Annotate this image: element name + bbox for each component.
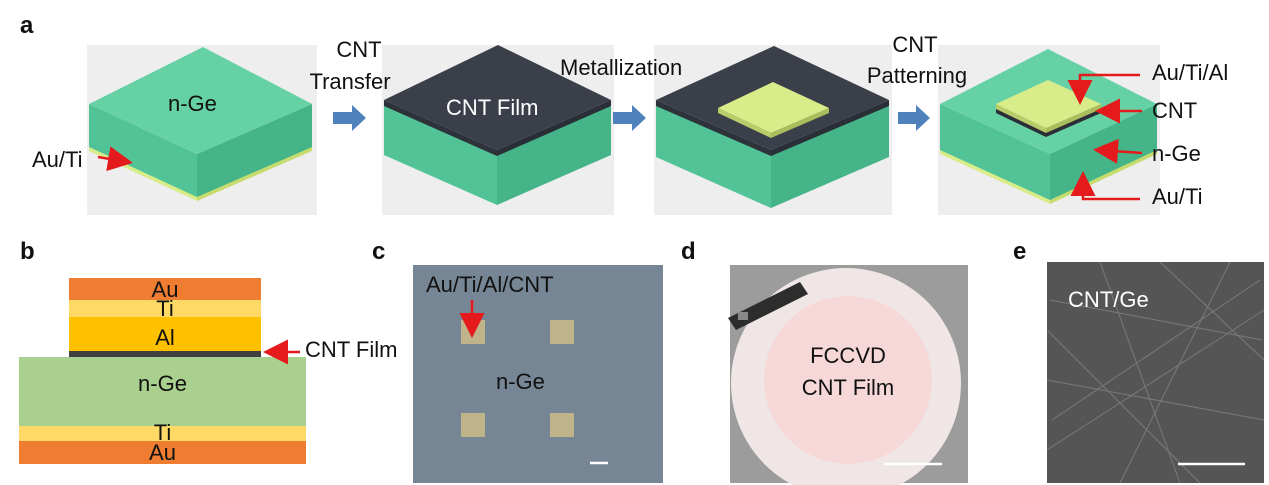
step1-label-line1: CNT bbox=[336, 37, 382, 62]
step1-label-line2: Transfer bbox=[309, 69, 391, 94]
au-ti-bottom-label: Au/Ti bbox=[32, 147, 83, 172]
photo-d bbox=[728, 265, 968, 485]
layer-au-top-label: Au bbox=[151, 277, 179, 302]
panel-letter-c: c bbox=[372, 238, 386, 265]
panel-letter-e: e bbox=[1013, 238, 1027, 265]
block-nge bbox=[89, 47, 312, 201]
step2-label: Metallization bbox=[560, 55, 683, 80]
layer-au-bottom-label: Au bbox=[149, 440, 176, 465]
cnt-film-label: CNT Film bbox=[305, 337, 398, 362]
nge-block-label: n-Ge bbox=[168, 91, 217, 116]
sem-e bbox=[1046, 261, 1265, 484]
process-arrows bbox=[333, 105, 930, 131]
panel-letter-d: d bbox=[681, 238, 696, 265]
layer-nge-label: n-Ge bbox=[138, 371, 187, 396]
block-metallization bbox=[656, 46, 889, 208]
cnt-film-block-label: CNT Film bbox=[446, 95, 539, 120]
substrate-label: n-Ge bbox=[496, 369, 545, 394]
panel-letter-a: a bbox=[20, 12, 34, 39]
layer-stack bbox=[19, 278, 306, 464]
block-cnt-film bbox=[384, 45, 611, 205]
fccvd-label-line1: FCCVD bbox=[810, 343, 886, 368]
step3-label-line2: Patterning bbox=[866, 63, 968, 88]
final-label-au-ti: Au/Ti bbox=[1152, 184, 1203, 209]
final-label-cnt: CNT bbox=[1152, 98, 1198, 123]
red-arrows-panel-a bbox=[97, 73, 1143, 201]
layer-al-label: Al bbox=[155, 325, 175, 350]
layer-ti-top-label: Ti bbox=[156, 296, 174, 321]
micrograph-c bbox=[413, 265, 663, 483]
step3-label-line1: CNT bbox=[892, 32, 938, 57]
final-label-nge: n-Ge bbox=[1152, 141, 1201, 166]
fccvd-label-line2: CNT Film bbox=[801, 375, 895, 400]
panel-letter-b: b bbox=[20, 238, 35, 265]
final-label-au-ti-al: Au/Ti/Al bbox=[1152, 60, 1229, 85]
pad-label: Au/Ti/Al/CNT bbox=[426, 272, 554, 297]
layer-ti-bottom-label: Ti bbox=[153, 420, 172, 445]
sem-label: CNT/Ge bbox=[1068, 287, 1149, 312]
